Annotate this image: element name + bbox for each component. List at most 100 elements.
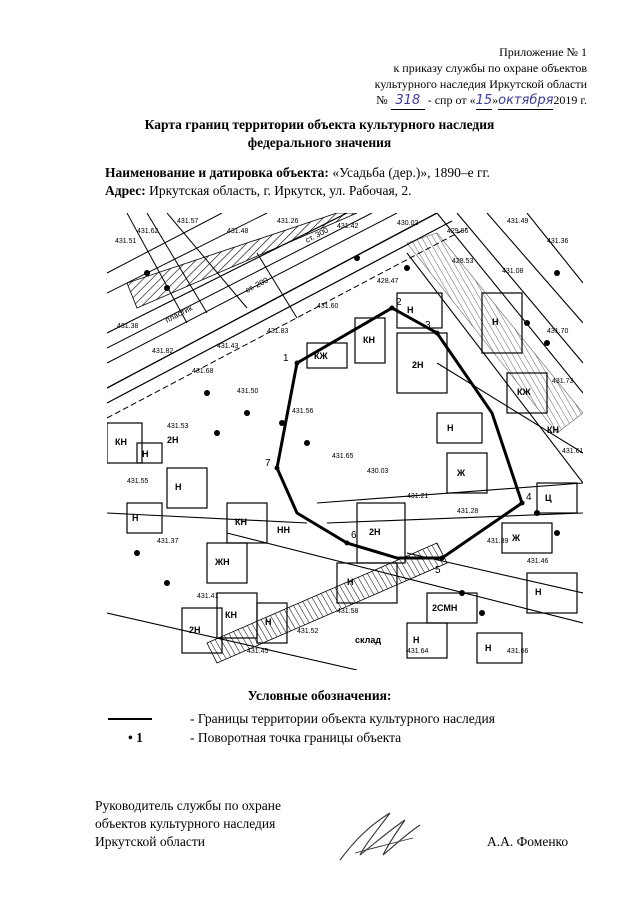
elevation-label: 430.02 — [397, 220, 419, 227]
handwritten-signature — [339, 812, 421, 861]
elevation-label: 431.55 — [127, 478, 149, 485]
buildings — [107, 292, 578, 664]
building-mark: КН — [115, 437, 127, 447]
turning-point-6: 6 — [351, 530, 357, 541]
signer-title-2: объектов культурного наследия — [95, 816, 276, 831]
building-mark: КЖ — [314, 351, 328, 361]
order-date-prefix: - спр от « — [427, 93, 476, 107]
turning-points: 2 3 4 5 6 7 1 — [265, 297, 532, 576]
elevation-label: 431.83 — [267, 328, 289, 335]
building-mark: КН — [547, 425, 559, 435]
elevation-label: 431.50 — [237, 388, 259, 395]
legend-line-symbol — [108, 718, 152, 720]
building-mark: Н — [492, 317, 499, 327]
order-number-value: 318 — [390, 93, 425, 110]
elevation-label: 431.42 — [337, 223, 359, 230]
header-block: Приложение № 1 к приказу службы по охран… — [375, 44, 587, 110]
header-line-1: Приложение № 1 — [499, 45, 587, 59]
elevation-label: 431.82 — [152, 348, 174, 355]
building-mark: Ц — [545, 493, 552, 503]
header-line-3: культурного наследия Иркутской области — [374, 77, 587, 91]
signer-title-1: Руководитель службы по охране — [95, 798, 282, 813]
elevation-label: 431.36 — [547, 238, 569, 245]
elevation-label: 431.37 — [157, 538, 179, 545]
elevation-label: 431.64 — [407, 648, 429, 655]
object-name-value: «Усадьба (дер.)», 1890–е гг. — [328, 165, 490, 180]
turning-point-4: 4 — [526, 492, 532, 503]
elevation-label: 431.48 — [227, 228, 249, 235]
turning-point-1: 1 — [283, 353, 289, 364]
order-close-quote: » — [492, 93, 499, 107]
elevation-label: 431.38 — [117, 323, 139, 330]
building-mark: НН — [277, 525, 290, 535]
building-mark: 2СМН — [432, 603, 457, 613]
elevation-label: 431.51 — [115, 238, 137, 245]
order-month: октября — [498, 93, 554, 110]
building-mark: Н — [132, 513, 139, 523]
building-mark: Н — [485, 643, 492, 653]
elevation-label: 431.46 — [527, 558, 549, 565]
elevation-label: 431.65 — [332, 453, 354, 460]
building-mark: Н — [175, 482, 182, 492]
building-mark: КН — [225, 610, 237, 620]
elevation-label: 431.45 — [247, 648, 269, 655]
order-year: 2019 г. — [553, 93, 587, 107]
building-mark: КН — [235, 517, 247, 527]
building-mark: Н — [535, 587, 542, 597]
turning-point-7: 7 — [265, 458, 271, 469]
turning-point-2: 2 — [396, 297, 402, 308]
elevation-label: 431.21 — [407, 493, 429, 500]
building-mark: Ж — [456, 468, 466, 478]
building-mark: 2Н — [167, 435, 179, 445]
elevation-label: 428.53 — [452, 258, 474, 265]
building-mark: КН — [363, 335, 375, 345]
signature-block: Руководитель службы по охране объектов к… — [95, 797, 281, 851]
document-title: Карта границ территории объекта культурн… — [0, 116, 639, 152]
order-number-label: № — [376, 93, 388, 107]
building-mark: Н — [447, 423, 454, 433]
object-address-value: Иркутская область, г. Иркутск, ул. Рабоч… — [145, 183, 412, 198]
building-mark: 2Н — [189, 625, 201, 635]
elevation-label: 431.61 — [562, 448, 583, 455]
elevation-label: 431.39 — [487, 538, 509, 545]
building-mark: 2Н — [369, 527, 381, 537]
elevation-label: 430.03 — [367, 468, 389, 475]
building-mark: ЖН — [214, 557, 230, 567]
building-mark: Н — [142, 449, 149, 459]
legend-title: Условные обозначения: — [247, 688, 392, 703]
building-mark: склад — [355, 635, 381, 645]
elevation-label: 431.28 — [457, 508, 479, 515]
elevation-label: 431.58 — [337, 608, 359, 615]
elevation-label: 431.60 — [317, 303, 339, 310]
turning-point-3: 3 — [425, 320, 431, 331]
object-address-label: Адрес: — [105, 183, 146, 198]
map-dots — [134, 255, 560, 616]
legend-row-1-text: - Границы территории объекта культурного… — [190, 711, 495, 726]
order-day: 15 — [475, 93, 493, 110]
building-mark: Ж — [511, 533, 521, 543]
building-mark: Н — [407, 305, 414, 315]
object-name-row: Наименование и датировка объекта: «Усадь… — [105, 164, 490, 182]
header-line-2: к приказу службы по охране объектов — [393, 61, 587, 75]
elevation-label: 431.49 — [507, 218, 529, 225]
elevation-label: 431.73 — [552, 378, 574, 385]
title-line-2: федерального значения — [247, 135, 392, 150]
elevation-label: 431.08 — [502, 268, 524, 275]
elevation-label: 431.52 — [297, 628, 319, 635]
elevation-label: 431.70 — [547, 328, 569, 335]
elevation-label: 431.53 — [167, 423, 189, 430]
elevation-label: 431.26 — [277, 218, 299, 225]
elevation-label: 431.56 — [292, 408, 314, 415]
signer-title-3: Иркутской области — [95, 834, 206, 849]
elevation-label: 429.96 — [447, 228, 469, 235]
header-order-line: № 318 - спр от «15»октября2019 г. — [375, 92, 587, 110]
building-mark: Н — [265, 617, 272, 627]
building-mark: 2Н — [412, 360, 424, 370]
object-address-row: Адрес: Иркутская область, г. Иркутск, ул… — [105, 182, 490, 200]
elevation-label: 431.41 — [197, 593, 219, 600]
map-svg: 2 3 4 5 6 7 1 431.51431.62431.57431.4843… — [107, 213, 583, 670]
elevation-label: 428.47 — [377, 278, 399, 285]
building-mark: КЖ — [517, 387, 531, 397]
elevation-label: 431.43 — [217, 343, 239, 350]
